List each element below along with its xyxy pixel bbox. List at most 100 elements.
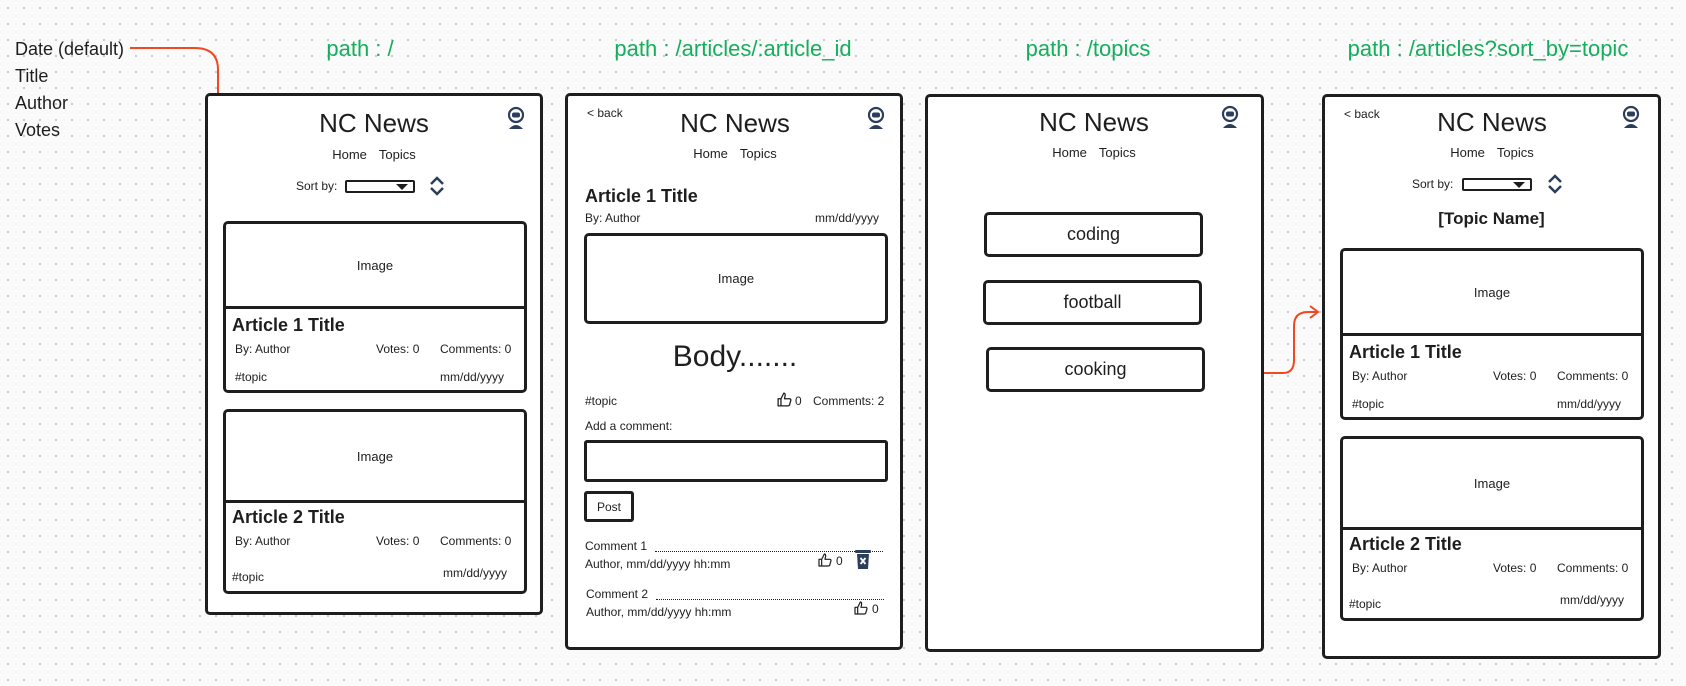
article-title[interactable]: Article 2 Title xyxy=(1349,534,1462,554)
nav-home-link[interactable]: Home xyxy=(693,146,728,161)
sort-option: Title xyxy=(15,66,49,86)
thumbs-up-icon[interactable] xyxy=(776,391,793,408)
topic-to-list-arrow xyxy=(1263,311,1318,374)
article-title[interactable]: Article 2 Title xyxy=(232,507,345,527)
image-placeholder-label: Image xyxy=(356,448,394,464)
add-comment-label: Add a comment: xyxy=(585,419,673,433)
image-placeholder-label: Image xyxy=(1473,284,1511,300)
nav-topics-link[interactable]: Topics xyxy=(739,146,777,161)
comment-vote-count: 0 xyxy=(836,554,843,568)
article-date: mm/dd/yyyy xyxy=(1557,397,1622,411)
article-image: Image xyxy=(584,233,888,324)
main-nav: Home Topics xyxy=(326,147,422,162)
article-card[interactable]: Image Article 1 Title By: Author Votes: … xyxy=(223,221,527,393)
article-body: Body....... xyxy=(672,340,798,373)
user-avatar-icon[interactable] xyxy=(1619,105,1643,129)
article-image: Image xyxy=(1343,251,1641,336)
article-image: Image xyxy=(226,224,524,309)
topic-button-football[interactable]: football xyxy=(983,280,1202,325)
article-title[interactable]: Article 1 Title xyxy=(232,315,345,335)
sort-select[interactable] xyxy=(345,180,415,193)
article-topic[interactable]: #topic xyxy=(235,370,268,384)
article-title[interactable]: Article 1 Title xyxy=(1349,342,1462,362)
image-placeholder-label: Image xyxy=(717,271,755,286)
sort-option: Votes xyxy=(15,120,61,140)
article-votes: Votes: 0 xyxy=(1493,369,1537,383)
sort-direction-icon[interactable] xyxy=(1547,172,1563,196)
article-votes: Votes: 0 xyxy=(376,342,420,356)
nav-topics-link[interactable]: Topics xyxy=(1098,145,1136,160)
comment-divider xyxy=(656,599,884,600)
nav-topics-link[interactable]: Topics xyxy=(1496,145,1534,160)
home-page-frame: NC News Home Topics Sort by: Image Articl… xyxy=(205,93,543,615)
article-page-frame: < back NC News Home Topics Article 1 Titl… xyxy=(565,93,903,650)
sort-options-list: Date (default) Title Author Votes xyxy=(15,36,124,144)
article-date: mm/dd/yyyy xyxy=(815,211,880,225)
article-topic[interactable]: #topic xyxy=(232,570,265,584)
user-avatar-icon[interactable] xyxy=(1218,105,1242,129)
back-link[interactable]: < back xyxy=(587,106,623,120)
topic-button-cooking[interactable]: cooking xyxy=(986,347,1205,392)
article-card[interactable]: Image Article 2 Title By: Author Votes: … xyxy=(1340,436,1644,621)
article-topic[interactable]: #topic xyxy=(1349,597,1382,611)
article-vote-count: 0 xyxy=(795,394,802,408)
topic-name-heading: [Topic Name] xyxy=(1438,209,1545,228)
chevron-down-icon xyxy=(1513,182,1525,188)
user-avatar-icon[interactable] xyxy=(504,106,528,130)
article-author: By: Author xyxy=(235,534,291,548)
back-link[interactable]: < back xyxy=(1344,107,1380,121)
comment-input[interactable] xyxy=(584,440,888,482)
path-label-home: path : / xyxy=(326,36,394,61)
main-nav: Home Topics xyxy=(1046,145,1142,160)
chevron-down-icon xyxy=(396,184,408,190)
article-date: mm/dd/yyyy xyxy=(1560,593,1625,607)
app-title: NC News xyxy=(680,108,790,138)
comment-meta: Author, mm/dd/yyyy hh:mm xyxy=(585,557,731,571)
article-author: By: Author xyxy=(585,211,641,225)
post-comment-button[interactable]: Post xyxy=(584,491,634,522)
comment-label: Comment 1 xyxy=(585,539,648,553)
article-comments: Comments: 0 xyxy=(1557,369,1629,383)
path-label-topic-articles: path : /articles?sort_by=topic xyxy=(1347,36,1629,61)
image-placeholder-label: Image xyxy=(356,257,394,273)
article-date: mm/dd/yyyy xyxy=(440,370,505,384)
article-title: Article 1 Title xyxy=(585,186,698,206)
sort-direction-icon[interactable] xyxy=(429,174,445,198)
nav-home-link[interactable]: Home xyxy=(1052,145,1087,160)
article-votes: Votes: 0 xyxy=(376,534,420,548)
article-comments: Comments: 0 xyxy=(440,342,512,356)
user-avatar-icon[interactable] xyxy=(864,106,888,130)
delete-trash-icon[interactable] xyxy=(854,548,872,570)
article-date: mm/dd/yyyy xyxy=(443,566,508,580)
app-title: NC News xyxy=(1437,107,1547,137)
article-image: Image xyxy=(226,412,524,503)
article-card[interactable]: Image Article 2 Title By: Author Votes: … xyxy=(223,409,527,594)
article-image: Image xyxy=(1343,439,1641,530)
path-label-article: path : /articles/:article_id xyxy=(614,36,852,61)
article-comments: Comments: 0 xyxy=(440,534,512,548)
path-label-topics: path : /topics xyxy=(1025,36,1151,61)
article-topic[interactable]: #topic xyxy=(1352,397,1385,411)
app-title: NC News xyxy=(319,108,429,138)
article-votes: Votes: 0 xyxy=(1493,561,1537,575)
article-comments: Comments: 0 xyxy=(1557,561,1629,575)
article-card[interactable]: Image Article 1 Title By: Author Votes: … xyxy=(1340,248,1644,420)
article-topic[interactable]: #topic xyxy=(585,394,618,408)
nav-home-link[interactable]: Home xyxy=(332,147,367,162)
sort-label: Sort by: xyxy=(296,179,338,193)
article-author: By: Author xyxy=(235,342,291,356)
sort-option: Date (default) xyxy=(15,39,125,59)
topic-button-coding[interactable]: coding xyxy=(984,212,1203,257)
thumbs-up-icon[interactable] xyxy=(817,552,833,568)
nav-topics-link[interactable]: Topics xyxy=(378,147,416,162)
article-author: By: Author xyxy=(1352,369,1408,383)
nav-home-link[interactable]: Home xyxy=(1450,145,1485,160)
thumbs-up-icon[interactable] xyxy=(853,600,869,616)
comment-vote-count: 0 xyxy=(872,602,879,616)
sort-select[interactable] xyxy=(1462,178,1532,191)
sort-option: Author xyxy=(15,93,69,113)
main-nav: Home Topics xyxy=(1444,145,1540,160)
comment-label: Comment 2 xyxy=(586,587,649,601)
